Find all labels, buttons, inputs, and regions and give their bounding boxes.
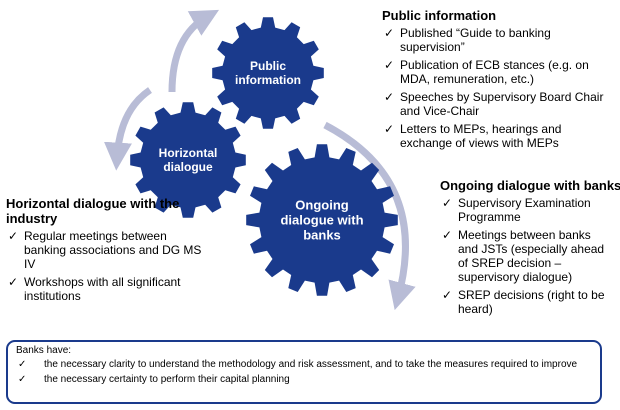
public-information-block: Public information ✓Published “Guide to … bbox=[382, 8, 614, 154]
check-icon: ✓ bbox=[384, 26, 395, 40]
check-icon: ✓ bbox=[442, 228, 453, 242]
list-item: ✓Letters to MEPs, hearings and exchange … bbox=[384, 122, 562, 150]
gear-label-line: Ongoing bbox=[295, 198, 348, 213]
list-item: ✓the necessary certainty to perform thei… bbox=[18, 374, 290, 385]
check-icon: ✓ bbox=[384, 58, 395, 72]
arrow-to-horizontal bbox=[103, 87, 153, 171]
check-icon: ✓ bbox=[442, 196, 453, 210]
ongoing-dialogue-title: Ongoing dialogue with banks bbox=[440, 178, 620, 193]
gear-label-line: Public bbox=[250, 59, 286, 73]
list-item: ✓Supervisory Examination Programme bbox=[442, 196, 591, 224]
ongoing-dialogue-list: ✓Supervisory Examination Programme ✓Meet… bbox=[440, 196, 612, 316]
horizontal-dialogue-block: Horizontal dialogue with the industry ✓R… bbox=[6, 196, 206, 307]
check-icon: ✓ bbox=[8, 275, 19, 289]
ongoing-dialogue-block: Ongoing dialogue with banks ✓Supervisory… bbox=[440, 178, 620, 320]
gear-label-line: Horizontal bbox=[159, 146, 218, 160]
gear-public-shape bbox=[212, 17, 324, 129]
public-information-list: ✓Published “Guide to banking supervision… bbox=[382, 26, 614, 150]
horizontal-dialogue-title: Horizontal dialogue with the industry bbox=[6, 196, 180, 226]
list-item: ✓SREP decisions (right to be heard) bbox=[442, 288, 605, 316]
check-icon: ✓ bbox=[18, 374, 27, 385]
arrow-to-public bbox=[168, 9, 220, 93]
banks-have-box: Banks have: ✓the necessary clarity to un… bbox=[6, 340, 602, 404]
gear-ongoing-shape bbox=[246, 144, 398, 296]
gear-label-line: dialogue with bbox=[280, 213, 363, 228]
gear-label-line: information bbox=[235, 73, 301, 87]
list-item: ✓Speeches by Supervisory Board Chair and… bbox=[384, 90, 604, 118]
check-icon: ✓ bbox=[384, 122, 395, 136]
list-item: ✓the necessary clarity to understand the… bbox=[18, 359, 578, 370]
list-item: ✓Published “Guide to banking supervision… bbox=[384, 26, 551, 54]
gear-horizontal-shape bbox=[130, 102, 246, 218]
check-icon: ✓ bbox=[8, 229, 19, 243]
gear-label-line: dialogue bbox=[163, 160, 213, 174]
list-item: ✓Workshops with all significant institut… bbox=[8, 275, 181, 303]
banks-have-list: ✓the necessary clarity to understand the… bbox=[16, 359, 592, 386]
horizontal-dialogue-list: ✓Regular meetings between banking associ… bbox=[6, 229, 206, 303]
check-icon: ✓ bbox=[384, 90, 395, 104]
list-item: ✓Meetings between banks and JSTs (especi… bbox=[442, 228, 605, 284]
list-item: ✓Publication of ECB stances (e.g. on MDA… bbox=[384, 58, 589, 86]
check-icon: ✓ bbox=[442, 288, 453, 302]
gear-label-line: banks bbox=[303, 228, 341, 243]
public-information-title: Public information bbox=[382, 8, 497, 23]
list-item: ✓Regular meetings between banking associ… bbox=[8, 229, 202, 271]
banks-have-title: Banks have: bbox=[16, 345, 72, 356]
check-icon: ✓ bbox=[18, 359, 27, 370]
arrow-to-ongoing bbox=[323, 121, 416, 311]
